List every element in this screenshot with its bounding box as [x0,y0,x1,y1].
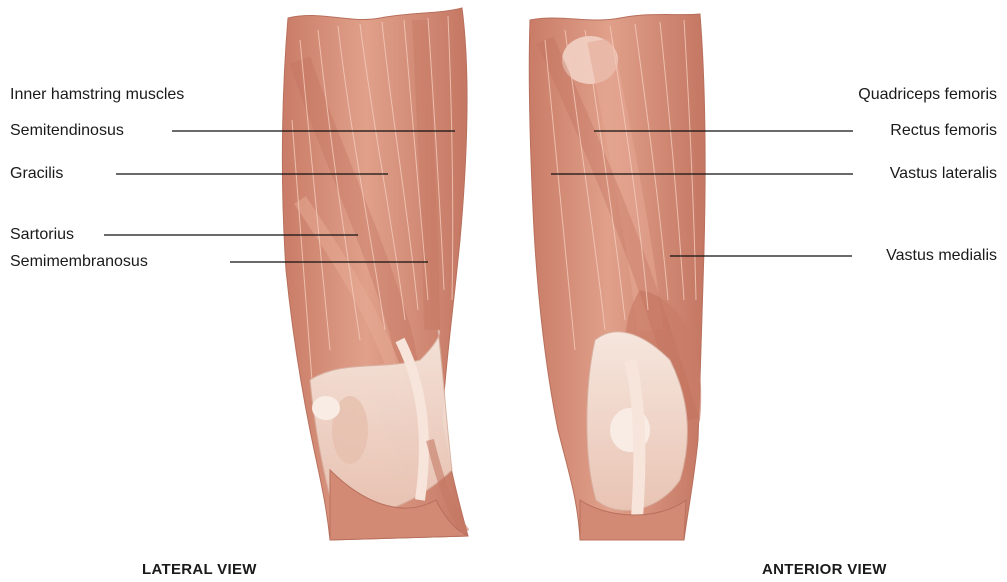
vastus-medialis-label: Vastus medialis [886,247,997,265]
sartorius-label: Sartorius [10,226,74,244]
lateral-view-title: LATERAL VIEW [142,561,257,578]
semimembranosus-label: Semimembranosus [10,253,148,271]
leader-lines [104,131,853,262]
lateral-view-leg [282,8,468,540]
anterior-view-leg [529,14,705,540]
rectus-femoris-label: Rectus femoris [890,122,997,140]
gracilis-label: Gracilis [10,165,63,183]
semitendinosus-label: Semitendinosus [10,122,124,140]
quadriceps-group-label: Quadriceps femoris [858,86,997,104]
inner-hamstring-group-label: Inner hamstring muscles [10,86,184,104]
vastus-lateralis-label: Vastus lateralis [890,165,997,183]
anterior-view-title: ANTERIOR VIEW [762,561,887,578]
